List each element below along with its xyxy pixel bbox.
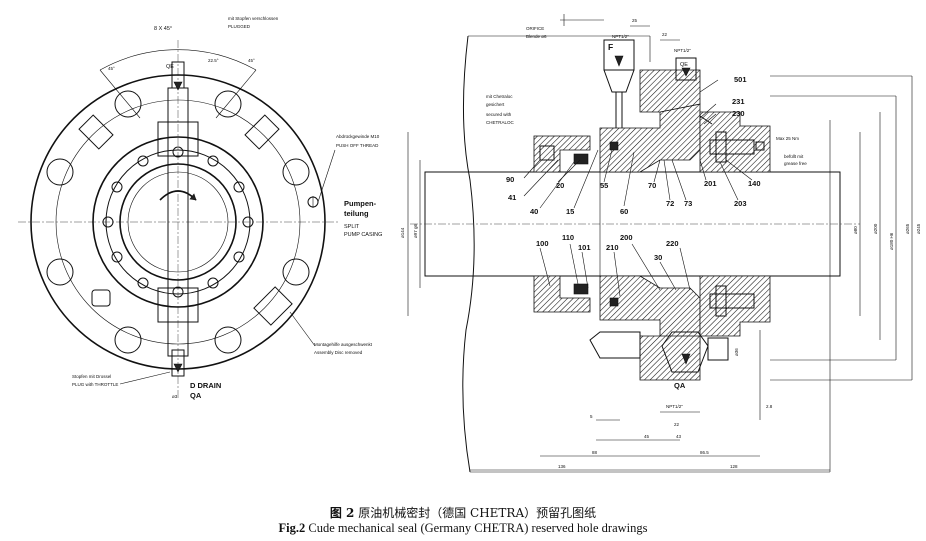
dim-45: 45 bbox=[644, 434, 650, 439]
split-de-line2: teilung bbox=[344, 209, 369, 218]
part-110: 110 bbox=[562, 233, 574, 242]
npt-bottom: NPT1/2" bbox=[666, 404, 683, 409]
dia-80: ø80 bbox=[853, 226, 858, 234]
chetraloc-de-2: gesichert bbox=[486, 102, 505, 107]
orifice-en: ORIFICE bbox=[526, 26, 544, 31]
dim-43: 43 bbox=[676, 434, 682, 439]
part-90: 90 bbox=[506, 175, 514, 184]
dia-200: ø200 bbox=[873, 223, 878, 234]
part-15: 15 bbox=[566, 207, 574, 216]
part-30: 30 bbox=[654, 253, 662, 262]
part-231: 231 bbox=[732, 97, 745, 106]
dim-86-5: 86.5 bbox=[700, 450, 709, 455]
part-201: 201 bbox=[704, 179, 717, 188]
max-pressure-note: Max 25 Nm bbox=[776, 136, 799, 141]
chetraloc-en-1: secured with bbox=[486, 112, 512, 117]
dia-245: ø245 bbox=[916, 223, 921, 234]
part-leaders bbox=[523, 79, 753, 297]
angle-45-left: 45° bbox=[108, 66, 115, 71]
part-230: 230 bbox=[732, 109, 745, 118]
split-en-line1: SPLIT bbox=[344, 224, 360, 230]
dia-180: ø180 H6 bbox=[889, 232, 894, 250]
part-60: 60 bbox=[620, 207, 628, 216]
caption-cn-text: 原油机械密封（德国 CHETRA）预留孔图纸 bbox=[358, 506, 597, 520]
qa-label-right: QA bbox=[674, 381, 686, 390]
qe-label-right: QE bbox=[680, 62, 688, 68]
dia-97: ø97 g6 bbox=[413, 223, 418, 238]
part-40: 40 bbox=[530, 207, 538, 216]
thread-note-en: PUSH OFF THREAD bbox=[336, 143, 379, 148]
split-en-line2: PUMP CASING bbox=[344, 232, 382, 238]
part-20: 20 bbox=[556, 181, 564, 190]
angle-label: 8 X 45° bbox=[154, 26, 172, 32]
qa-label-left: QA bbox=[190, 391, 202, 400]
part-101: 101 bbox=[578, 243, 591, 252]
bolt-holes bbox=[46, 90, 310, 354]
chetraloc-de-1: mit Chetraloc bbox=[486, 94, 513, 99]
part-203: 203 bbox=[734, 199, 747, 208]
hub-screws bbox=[102, 146, 254, 298]
section-view: ORIFICE Blende ø6 F NPT1/2" NPT1/2" QE 2… bbox=[400, 14, 921, 473]
plug-note-en: PLUG with THROTTLE bbox=[72, 382, 118, 387]
dia-265: ø265 bbox=[905, 223, 910, 234]
caption-chinese: 图 2 原油机械密封（德国 CHETRA）预留孔图纸 bbox=[0, 504, 926, 521]
flush-label: F bbox=[608, 42, 613, 52]
part-41: 41 bbox=[508, 193, 516, 202]
part-200: 200 bbox=[620, 233, 633, 242]
caption-cn-prefix: 图 2 bbox=[329, 506, 355, 520]
lower-seal-assembly bbox=[533, 275, 771, 381]
part-70: 70 bbox=[648, 181, 656, 190]
plugged-note-de: mit Stopfen verschlossen bbox=[228, 16, 279, 21]
part-55: 55 bbox=[600, 181, 608, 190]
dim-5: 5 bbox=[590, 414, 593, 419]
part-220: 220 bbox=[666, 239, 679, 248]
caption-en-prefix: Fig.2 bbox=[278, 521, 306, 535]
casing-break-line bbox=[462, 35, 475, 473]
front-view: 8 X 45° mit Stopfen verschlossen PLUGGED… bbox=[18, 16, 382, 400]
caption-english: Fig.2 Cude mechanical seal (Germany CHET… bbox=[0, 521, 926, 536]
plugged-note-en: PLUGGED bbox=[228, 24, 251, 29]
part-73: 73 bbox=[684, 199, 692, 208]
part-501: 501 bbox=[734, 75, 747, 84]
part-140: 140 bbox=[748, 179, 761, 188]
part-210: 210 bbox=[606, 243, 619, 252]
dim-128: 128 bbox=[730, 464, 738, 469]
split-de-line1: Pumpen- bbox=[344, 199, 377, 208]
caption-en-text: Cude mechanical seal (Germany CHETRA) re… bbox=[308, 521, 648, 535]
dim-25: 25 bbox=[632, 18, 638, 23]
flush-port bbox=[603, 39, 635, 71]
qe-label-left: QE bbox=[166, 64, 174, 70]
angle-45-right: 45° bbox=[248, 58, 255, 63]
chetraloc-en-2: CHETRALOC bbox=[486, 120, 515, 125]
shaft-bore bbox=[119, 163, 237, 281]
qa-port-left bbox=[589, 331, 641, 359]
npt-top-1: NPT1/2" bbox=[612, 34, 629, 39]
angle-22-5: 22.5° bbox=[208, 58, 219, 63]
part-72: 72 bbox=[666, 199, 674, 208]
dim-22-top: 22 bbox=[662, 32, 668, 37]
dim-2-8: 2.8 bbox=[766, 404, 773, 409]
dim-36: ø36 bbox=[734, 348, 739, 356]
assembly-note-de: Montagehilfe ausgeschwenkt bbox=[314, 342, 373, 347]
assembly-note-en: Assembly Disc removed bbox=[314, 350, 363, 355]
drain-label: D DRAIN bbox=[190, 381, 221, 390]
plug-note-de: Stopfen mit Drossel bbox=[72, 374, 111, 379]
seal-drawing: 8 X 45° mit Stopfen verschlossen PLUGGED… bbox=[18, 14, 921, 473]
part-100: 100 bbox=[536, 239, 549, 248]
dim-136: 136 bbox=[558, 464, 566, 469]
dim-22-bottom: 22 bbox=[674, 422, 680, 427]
dim-88: 88 bbox=[592, 450, 598, 455]
npt-top-2: NPT1/2" bbox=[674, 48, 691, 53]
thread-note-de: Abdrückgewinde M10 bbox=[336, 134, 380, 139]
fill-note-de: befüllt mit bbox=[784, 154, 804, 159]
orifice-de: Blende ø6 bbox=[526, 34, 547, 39]
upper-seal-assembly bbox=[533, 69, 771, 173]
fill-note-en: grease free bbox=[784, 161, 807, 166]
qa-diameter: ø3 bbox=[172, 394, 178, 399]
dia-144: ø144 bbox=[400, 227, 405, 238]
seal-hub bbox=[92, 136, 264, 308]
